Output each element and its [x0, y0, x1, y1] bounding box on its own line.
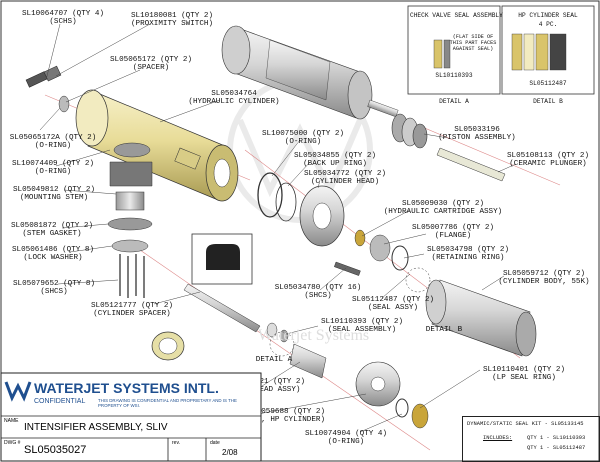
detail-a-part: SL10110393 [435, 72, 473, 79]
date-label: date [210, 440, 220, 446]
callout-cylinder-body: SL05059712 (QTY 2)(CYLINDER BODY, 55K) [498, 270, 590, 287]
leader-lines [39, 23, 517, 433]
callout-shcs-left: SL05079652 (QTY 8)(SHCS) [12, 280, 96, 297]
callout-ceramic-plunger: SL05108113 (QTY 2)(CERAMIC PLUNGER) [506, 152, 590, 169]
drawing-name: INTENSIFIER ASSEMBLY, SLIV [24, 422, 168, 433]
gold-hydraulic-cylinder [75, 89, 239, 202]
drawing-date: 2/08 [222, 448, 238, 457]
kit-includes-label: INCLUDES: [483, 435, 513, 441]
kit-item: QTY 1 - SL10110393 [527, 435, 586, 441]
dwg-label: DWG # [4, 440, 21, 446]
detail-a-title: CHECK VALVE SEAL ASSEMBLY [410, 12, 503, 19]
callout-schs-top: SL10064707 (QTY 4)(SCHS) [21, 10, 105, 27]
callout-seal-assy: SL05112487 (QTY 2)(SEAL ASSY) [351, 296, 435, 313]
callout-spacer: SL05065172 (QTY 2)(SPACER) [109, 56, 193, 73]
detail-a-marker [269, 331, 295, 357]
callout-oring-a: SL05065172A (QTY 2)(O-RING) [9, 134, 97, 151]
detail-a-box [407, 5, 501, 95]
company-name: WATERJET SYSTEMS INTL. [34, 380, 219, 396]
cylinder-head [257, 172, 409, 276]
piston-assembly [391, 113, 428, 149]
callout-mounting-stem: SL05049812 (QTY 2)(MOUNTING STEM) [12, 186, 96, 203]
callout-cylinder-head: SL05034772 (QTY 2)(CYLINDER HEAD) [303, 170, 387, 187]
seal-kit-box: DYNAMIC/STATIC SEAL KIT - SL05133145 INC… [462, 416, 600, 462]
rev-label: rev. [172, 440, 180, 446]
cylinder-spacer [151, 283, 261, 361]
callout-oring-b: SL10074409 (QTY 2)(O-RING) [11, 160, 95, 177]
detail-b-caption: DETAIL B [533, 98, 563, 105]
wsi-logo-icon [4, 381, 32, 402]
callout-flange: SL05007786 (QTY 2)(FLANGE) [411, 224, 495, 241]
mounting-stem-stack [107, 142, 153, 298]
callout-seal-head: SL10110021 (QTY 2)(SEAL HEAD ASSY) [222, 378, 306, 395]
detail-a-label: DETAIL A [255, 356, 293, 364]
detail-b-part: SL05112487 [529, 80, 567, 87]
detail-b-label: DETAIL B [425, 326, 463, 334]
confidential-label: CONFIDENTIAL [34, 398, 86, 405]
callout-piston-assembly: SL05033196(PISTON ASSEMBLY) [438, 126, 516, 143]
callout-backup-ring: SL05034855 (QTY 2)(BACK UP RING) [293, 152, 377, 169]
title-block-frame [0, 372, 262, 462]
name-label: NAME [4, 418, 19, 424]
ceramic-plunger [436, 147, 506, 182]
title-block: WATERJET SYSTEMS INTL. CONFIDENTIAL THIS… [0, 372, 262, 462]
detail-b-marker [405, 267, 431, 293]
callout-seal-assembly: SL10110393 (QTY 2)(SEAL ASSEMBLY) [320, 318, 404, 335]
detail-a-note: (FLAT SIDE OF THIS PART FACES AGAINST SE… [449, 34, 497, 52]
callout-cylinder-spacer: SL05121777 (QTY 2)(CYLINDER SPACER) [90, 302, 174, 319]
seal-head-assembly [266, 322, 429, 429]
callout-nut-hp: SL05059688 (QTY 2)(NUT, HP CYLINDER) [242, 408, 326, 425]
callout-proximity-switch: SL10180081 (QTY 2)(PROXIMITY SWITCH) [130, 12, 214, 29]
kit-item: QTY 1 - SL05112487 [527, 445, 586, 451]
callout-oring-c: SL10075000 (QTY 2)(O-RING) [261, 130, 345, 147]
detail-b-box [501, 5, 595, 95]
top-hydraulic-cylinder [221, 25, 399, 120]
inset-oring-section [191, 233, 253, 285]
proximity-switch [25, 65, 70, 113]
callout-lock-washer: SL05061486 (QTY 8)(LOCK WASHER) [11, 246, 95, 263]
detail-b-title: HP CYLINDER SEAL [518, 12, 578, 19]
kit-title: DYNAMIC/STATIC SEAL KIT - SL05133145 [467, 421, 584, 427]
drawing-number: SL05035027 [24, 444, 87, 456]
cylinder-body [425, 279, 537, 357]
callout-hydraulic-cartridge: SL05009030 (QTY 2)(HYDRAULIC CARTRIDGE A… [383, 200, 503, 217]
confidential-note: THIS DRAWING IS CONFIDENTIAL AND PROPRIE… [98, 398, 237, 408]
callout-lp-seal-ring: SL10110401 (QTY 2)(LP SEAL RING) [482, 366, 566, 383]
callout-shcs-mid: SL05034780 (QTY 16)(SHCS) [274, 284, 362, 301]
callout-retaining-ring: SL05034798 (QTY 2)(RETAINING RING) [426, 246, 510, 263]
detail-b-subtitle: 4 PC. [538, 21, 558, 28]
callout-hydraulic-cylinder: SL05034764(HYDRAULIC CYLINDER) [188, 90, 280, 107]
callout-stem-gasket: SL05081872 (QTY 2)(STEM GASKET) [10, 222, 94, 239]
watermark-text: Waterjet Systems [258, 327, 370, 344]
callout-oring-d: SL10074904 (QTY 4)(O-RING) [304, 430, 388, 447]
detail-a-caption: DETAIL A [439, 98, 469, 105]
